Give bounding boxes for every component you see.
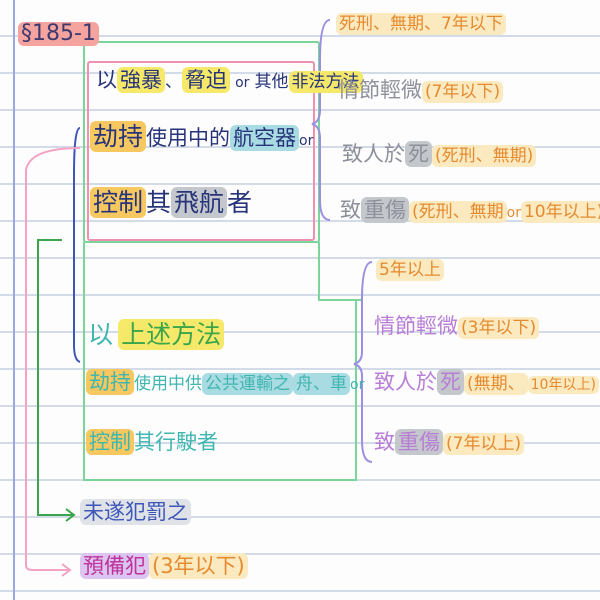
b2-or: or (350, 377, 365, 393)
b1-flight: 飛航 (171, 187, 228, 218)
b2-prefix: 以 (88, 320, 114, 349)
article-label: §185-1 (18, 22, 99, 46)
b1-or: or (235, 75, 250, 91)
block-bracket (73, 127, 81, 363)
block1-line1: 以強暴、脅迫 or 其他非法方法 (96, 67, 363, 93)
b2-method: 上述方法 (118, 319, 225, 350)
b2-hijack: 劫持 (86, 369, 134, 395)
b1-suffix: 者 (227, 188, 253, 217)
block1-line3: 控制其飛航者 (90, 187, 253, 218)
prep-penalty: (3年以下) (149, 553, 248, 579)
p1-base: 死刑、無期、7年以下 (336, 13, 506, 35)
attempt-arrowhead (65, 508, 76, 522)
prep-arrowhead (61, 563, 72, 577)
block2-line3: 控制其行駛者 (86, 429, 218, 455)
box-step-line (318, 242, 362, 301)
b2-driver: 其行駛者 (134, 430, 218, 454)
b1-illegal: 非法方法 (288, 71, 363, 93)
attempt-note: 未遂犯罰之 (80, 499, 191, 525)
b1-other: 其他 (254, 72, 289, 92)
block1-inner-box (87, 61, 315, 241)
penalties1-brace (311, 19, 331, 221)
prep-label: 預備犯 (80, 553, 149, 579)
prep-arrow-line (25, 147, 81, 571)
p2-base: 5年以上 (376, 259, 444, 281)
p2-injury: 致重傷(7年以上) (374, 429, 525, 455)
b1-hijack: 劫持 (90, 121, 147, 152)
b1-in-use: 使用中的 (146, 126, 231, 150)
b2-vehicle: 舟、車 (293, 373, 350, 395)
p2-minor: 情節輕微(3年以下) (374, 316, 540, 339)
b1-coercion: 脅迫 (182, 67, 230, 93)
b2-in-use: 使用中供 (134, 374, 202, 394)
b1-violence: 強暴 (117, 67, 165, 93)
b1-its: 其 (146, 188, 172, 217)
attempt-arrow-line (37, 239, 74, 516)
b2-public: 公共運輸之 (202, 373, 293, 395)
penalties2-brace (353, 261, 373, 463)
b1-sep: 、 (165, 72, 182, 92)
b1-control: 控制 (90, 187, 147, 218)
block2-box (83, 242, 357, 481)
p1-death: 致人於死(死刑、無期) (342, 141, 537, 167)
b1-or2: or (299, 133, 314, 149)
b2-control: 控制 (86, 429, 134, 455)
prep-note: 預備犯(3年以下) (80, 553, 248, 579)
b1-prefix: 以 (96, 68, 117, 92)
p1-minor: 情節輕微(7年以下) (338, 80, 504, 103)
p2-death: 致人於死(無期、10年以上) (374, 369, 599, 395)
block2-line1: 以 上述方法 (88, 319, 225, 350)
b1-aircraft: 航空器 (230, 125, 300, 151)
